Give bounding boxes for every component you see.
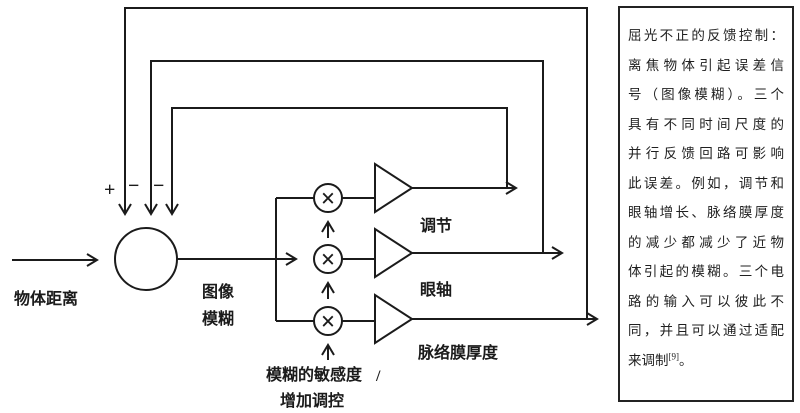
axial-length-label: 眼轴 — [420, 280, 452, 299]
caption-line: 具有不同时间尺度的 — [628, 116, 784, 132]
feedback-loop-1 — [118, 7, 588, 319]
feedback-loop-3 — [165, 107, 508, 216]
gain-label-line2: 增加调控 — [280, 391, 344, 410]
gain-label-slash: / — [375, 368, 381, 385]
caption-line: 路的输入可以彼此不 — [628, 293, 784, 309]
choroid-thickness-label: 脉络膜厚度 — [417, 343, 499, 362]
summing-junction — [114, 227, 178, 291]
image-blur-label-line1: 图像 — [202, 282, 235, 301]
caption-line: 此误差。例如，调节和 — [628, 175, 784, 191]
caption-line: 离焦物体引起误差信 — [628, 57, 784, 73]
caption-box: 屈光不正的反馈控制： 离焦物体引起误差信 号（图像模糊）。三个 具有不同时间尺度… — [618, 6, 794, 402]
caption-line: 的减少都减少了近物 — [628, 234, 784, 250]
caption-line-last: 来调制[9]。 — [628, 346, 784, 376]
caption-last-period: 。 — [679, 352, 693, 368]
plus-sign: + — [104, 179, 115, 201]
image-blur-label-line2: 模糊 — [202, 309, 234, 328]
caption-citation: [9] — [668, 351, 680, 361]
caption-last-text: 来调制 — [628, 352, 669, 368]
amplifier-1 — [374, 162, 414, 214]
gain-label-line1: 模糊的敏感度 — [266, 365, 363, 384]
minus-sign-2: − — [153, 175, 164, 197]
caption-line: 体引起的模糊。三个电 — [628, 264, 784, 279]
caption-line: 同，并且可以通过适配 — [628, 323, 784, 338]
amplifier-2 — [374, 227, 414, 279]
object-distance-label: 物体距离 — [14, 289, 78, 308]
caption-line: 并行反馈回路可影响 — [628, 146, 784, 161]
multiply-icon-2: × — [321, 245, 336, 274]
caption-line: 号（图像模糊）。三个 — [628, 87, 784, 102]
caption-line: 屈光不正的反馈控制： — [628, 28, 784, 43]
amplifier-3 — [374, 293, 414, 345]
multiply-icon-1: × — [321, 184, 336, 213]
minus-sign-1: − — [128, 175, 139, 197]
accommodation-label: 调节 — [420, 216, 452, 235]
caption-line: 眼轴增长、脉络膜厚度 — [628, 205, 784, 220]
multiply-icon-3: × — [321, 307, 336, 336]
feedback-loop-2 — [144, 60, 544, 253]
